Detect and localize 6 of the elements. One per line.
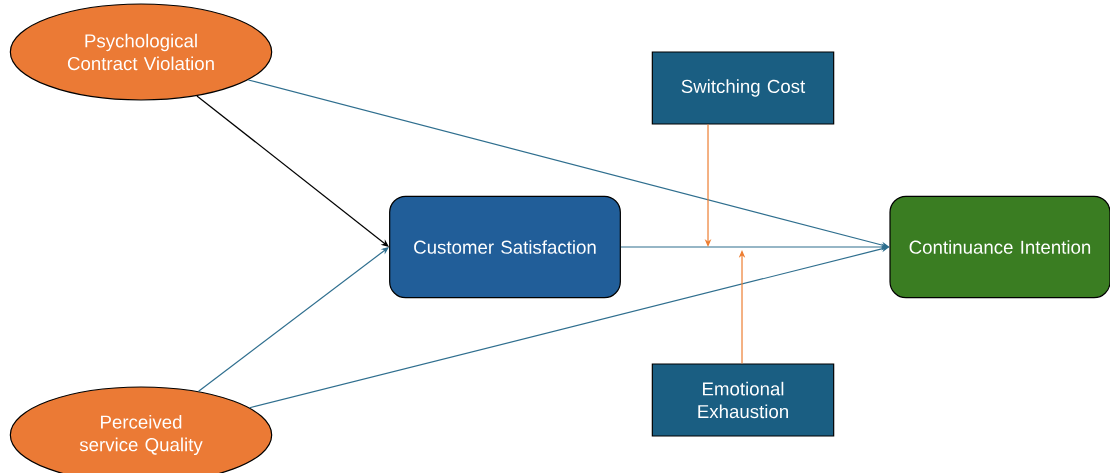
process-box: Customer Satisfaction — [389, 195, 621, 299]
ellipse-node: Perceived service Quality — [9, 386, 273, 473]
process-box: Emotional Exhaustion — [651, 363, 835, 437]
ellipse-node: Psychological Contract Violation — [9, 3, 273, 101]
process-box: Continuance Intention — [889, 195, 1110, 299]
process-box: Switching Cost — [651, 51, 835, 125]
